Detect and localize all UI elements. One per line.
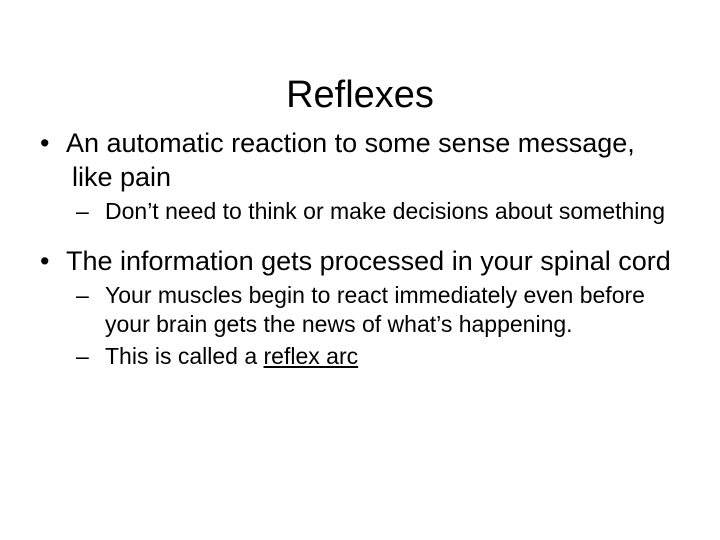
bullet-level2-2-1-text-before: Your muscles begin to react immediately … <box>105 282 645 337</box>
bullet-level2-2-2: – This is called a reflex arc <box>0 342 720 371</box>
bullet-dot-icon: • <box>40 128 50 158</box>
bullet-group-2: • The information gets processed in your… <box>0 244 720 371</box>
bullet-level2-2-2-text: This is called a reflex arc <box>105 342 686 371</box>
bullet-level2-1-1-text: Don’t need to think or make decisions ab… <box>105 197 686 226</box>
bullet-level1-2: • The information gets processed in your… <box>0 244 720 278</box>
bullet-group-1: • An automatic reaction to some sense me… <box>0 126 720 226</box>
bullet-level1-2-text: The information gets processed in your s… <box>66 246 671 276</box>
bullet-level1-1: • An automatic reaction to some sense me… <box>0 126 720 194</box>
bullet-dash-icon: – <box>76 198 89 224</box>
bullet-dot-icon: • <box>40 246 50 276</box>
page-title: Reflexes <box>286 74 434 117</box>
bullet-level2-1-1: – Don’t need to think or make decisions … <box>0 197 720 226</box>
reflex-arc-underlined-term: reflex arc <box>263 343 359 369</box>
bullet-dash-icon: – <box>76 343 89 369</box>
bullet-level1-1-text: An automatic reaction to some sense mess… <box>66 128 635 192</box>
bullet-level2-2-1-text: Your muscles begin to react immediately … <box>105 281 686 339</box>
bullet-level2-2-2-text-before: This is called a <box>105 343 264 369</box>
bullet-level2-2-1: – Your muscles begin to react immediatel… <box>0 281 720 339</box>
bullet-dash-icon: – <box>76 282 89 308</box>
bullet-level2-1-1-text-before: Don’t need to think or make decisions ab… <box>105 198 665 224</box>
slide-body: • An automatic reaction to some sense me… <box>0 126 720 371</box>
